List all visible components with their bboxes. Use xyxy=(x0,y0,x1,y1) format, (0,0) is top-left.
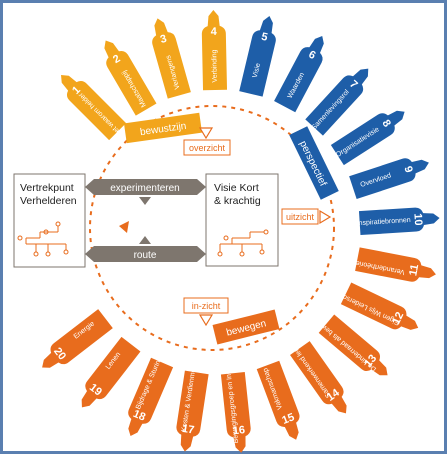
petal-label-5: Visie xyxy=(252,62,262,78)
dashed-cycle xyxy=(89,105,335,351)
box-vertrekpunt-line1: Vertrekpunt xyxy=(20,182,74,194)
petal-shape-1 xyxy=(61,75,127,141)
petal-5: Visie 5 xyxy=(239,16,276,97)
petal-shape-13 xyxy=(318,314,388,376)
petal-shape-14 xyxy=(290,341,347,414)
box-vertrekpunt-line2: Verhelderen xyxy=(20,195,77,207)
petal-number-12: 12 xyxy=(390,310,406,326)
uitzicht-box xyxy=(281,208,319,225)
petal-shape-9 xyxy=(349,158,429,200)
petal-number-5: 5 xyxy=(260,31,269,44)
box-visie-line2: & krachtig xyxy=(214,195,261,207)
petal-number-9: 9 xyxy=(401,165,414,175)
petal-number-15: 15 xyxy=(280,411,296,427)
petal-shape-12 xyxy=(340,282,419,330)
petal-number-11: 11 xyxy=(407,263,421,277)
petal-shape-16 xyxy=(220,371,251,453)
petal-shape-4 xyxy=(201,10,228,91)
petal-shape-8 xyxy=(330,110,405,166)
arrow-experimenteren-label: experimenteren xyxy=(110,183,179,194)
petal-number-6: 6 xyxy=(306,49,317,62)
ribbon-bewegen: bewegen xyxy=(212,309,280,345)
petal-number-2: 2 xyxy=(111,53,122,66)
petal-number-3: 3 xyxy=(159,33,168,46)
petal-shape-7 xyxy=(305,68,369,136)
cycle-arrowhead xyxy=(119,221,129,233)
petal-number-20: 20 xyxy=(51,345,68,362)
petal-number-16: 16 xyxy=(232,424,245,437)
ribbon-bewustzijn: bewustzijn xyxy=(123,112,203,144)
petal-shape-17 xyxy=(176,370,209,452)
petal-shape-11 xyxy=(355,247,436,282)
petal-number-17: 17 xyxy=(181,423,195,437)
petal-shape-5 xyxy=(239,16,276,97)
petal-label-10: Inspiratiebronnen xyxy=(356,217,411,227)
petal-number-8: 8 xyxy=(379,118,392,130)
tree-icon-left xyxy=(17,221,69,257)
petal-4: Verbinding 4 xyxy=(201,10,228,91)
inzicht-label: in-zicht xyxy=(192,301,221,311)
box-vertrekpunt xyxy=(13,173,86,268)
arrow-route: route xyxy=(85,236,206,262)
tree-icon-right xyxy=(217,229,269,257)
petal-shape-19 xyxy=(81,336,141,408)
petal-shape-15 xyxy=(256,360,300,440)
petal-shape-2 xyxy=(104,40,157,116)
petal-number-18: 18 xyxy=(131,408,147,424)
inzicht-triangle xyxy=(198,314,214,327)
box-visie-line1: Visie Kort xyxy=(214,182,259,194)
petal-number-19: 19 xyxy=(87,381,104,398)
petal-label-4: Verbinding xyxy=(211,49,219,82)
overzicht-label: overzicht xyxy=(189,143,226,153)
petal-number-4: 4 xyxy=(211,26,218,38)
uitzicht-triangle xyxy=(319,209,332,225)
petal-shape-10 xyxy=(358,207,440,236)
petal-shape-3 xyxy=(152,18,191,99)
overzicht-triangle xyxy=(198,127,214,140)
petal-shape-20 xyxy=(42,309,113,368)
arrow-route-label: route xyxy=(134,250,157,261)
overzicht-box xyxy=(183,139,231,156)
ribbon-perspectief: perspectief xyxy=(289,126,339,200)
petal-shape-6 xyxy=(274,35,324,113)
petal-number-10: 10 xyxy=(411,213,424,226)
arrow-experimenteren: experimenteren xyxy=(85,179,206,205)
uitzicht-label: uitzicht xyxy=(286,212,315,222)
inzicht-box xyxy=(183,297,229,314)
petal-shape-18 xyxy=(128,357,174,437)
